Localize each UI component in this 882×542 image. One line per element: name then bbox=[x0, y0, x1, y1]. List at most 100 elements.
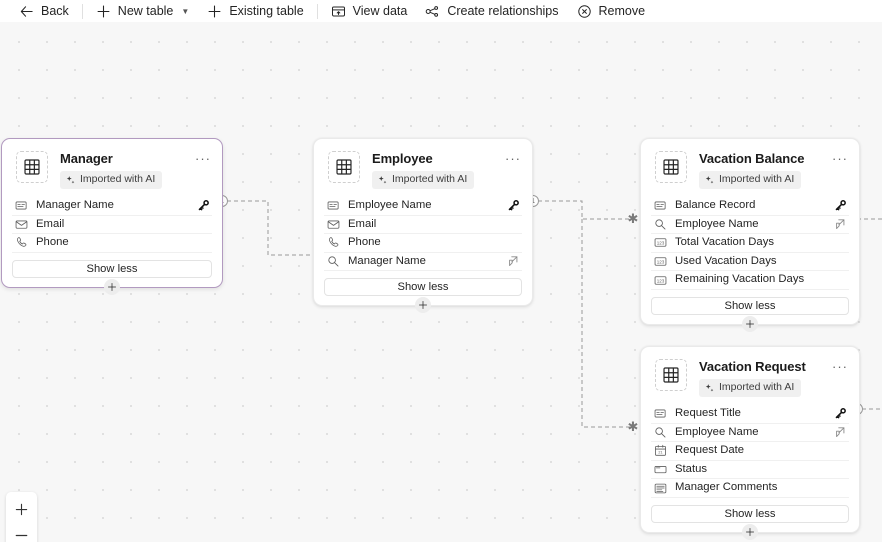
toolbar-label-new-table: New table bbox=[117, 3, 174, 18]
toolbar-button-existing[interactable]: Existing table bbox=[198, 0, 312, 22]
lookup-field-icon bbox=[654, 218, 667, 231]
show-less-button[interactable]: Show less bbox=[651, 504, 849, 523]
view-data-icon bbox=[331, 4, 346, 19]
table-title: Employee bbox=[372, 151, 433, 166]
table-title: Vacation Balance bbox=[699, 151, 805, 166]
primary-key-icon bbox=[833, 199, 847, 212]
field-name: Email bbox=[348, 217, 377, 230]
phone-field-icon bbox=[15, 236, 28, 249]
svg-text:123: 123 bbox=[657, 278, 665, 283]
table-title: Vacation Request bbox=[699, 359, 806, 374]
add-field-button[interactable] bbox=[742, 315, 758, 332]
field-name: Employee Name bbox=[675, 425, 759, 438]
field-row[interactable]: Employee Name bbox=[651, 216, 849, 235]
show-less-button[interactable]: Show less bbox=[12, 259, 212, 278]
toolbar-button-remove[interactable]: Remove bbox=[568, 0, 655, 22]
toolbar-button-new-table[interactable]: New table▼ bbox=[87, 0, 199, 22]
add-field-button[interactable] bbox=[415, 297, 431, 314]
lookup-relationship-icon bbox=[506, 255, 520, 268]
field-row[interactable]: Employee Name bbox=[324, 197, 522, 216]
field-row[interactable]: Manager Name bbox=[12, 197, 212, 216]
canvas-zoom-control bbox=[6, 492, 37, 542]
field-name: Manager Comments bbox=[675, 481, 778, 494]
text-field-icon bbox=[15, 199, 28, 212]
toolbar-separator bbox=[81, 3, 83, 19]
plus-icon bbox=[15, 503, 28, 515]
toolbar-label-existing: Existing table bbox=[229, 3, 304, 18]
show-less-button[interactable]: Show less bbox=[651, 296, 849, 315]
table-more-options-button[interactable]: ··· bbox=[832, 151, 848, 166]
field-right-spacer bbox=[833, 444, 847, 457]
table-more-options-button[interactable]: ··· bbox=[505, 151, 521, 166]
field-row[interactable]: Email bbox=[324, 216, 522, 235]
field-name: Balance Record bbox=[675, 199, 756, 212]
show-less-button[interactable]: Show less bbox=[324, 278, 522, 297]
command-toolbar: Back New table▼ Existing table View data Cre… bbox=[0, 0, 882, 22]
table-grid-icon bbox=[328, 151, 360, 183]
ai-badge-label: Imported with AI bbox=[719, 381, 795, 394]
toolbar-button-back[interactable]: Back bbox=[10, 0, 78, 22]
table-more-options-button[interactable]: ··· bbox=[195, 151, 211, 166]
imported-with-ai-badge: Imported with AI bbox=[699, 171, 802, 189]
table-more-options-button[interactable]: ··· bbox=[832, 359, 848, 374]
field-row[interactable]: Manager Name bbox=[324, 253, 522, 272]
wire-employee-vacrequest bbox=[581, 219, 630, 428]
field-name: Employee Name bbox=[348, 199, 432, 212]
field-row[interactable]: Email bbox=[12, 216, 212, 235]
field-row[interactable]: Employee Name bbox=[651, 424, 849, 443]
text-field-icon bbox=[654, 407, 667, 420]
imported-with-ai-badge: Imported with AI bbox=[699, 379, 802, 397]
zoom-out-button[interactable] bbox=[8, 522, 35, 542]
field-row[interactable]: Phone bbox=[324, 234, 522, 253]
field-right-spacer bbox=[833, 255, 847, 268]
primary-key-icon bbox=[833, 407, 847, 420]
add-field-button[interactable] bbox=[742, 523, 758, 540]
relationships-icon bbox=[425, 4, 440, 19]
number-field-icon: 123 bbox=[654, 274, 667, 287]
field-row[interactable]: Balance Record bbox=[651, 197, 849, 216]
plus-icon bbox=[96, 4, 111, 19]
field-right-spacer bbox=[196, 218, 210, 231]
lookup-relationship-icon bbox=[833, 426, 847, 439]
toolbar-button-view-data[interactable]: View data bbox=[322, 0, 417, 22]
date-field-icon: 21 bbox=[654, 444, 667, 457]
field-right-spacer bbox=[506, 218, 520, 231]
lookup-relationship-icon bbox=[833, 218, 847, 231]
plus-icon bbox=[207, 4, 222, 19]
field-name: Total Vacation Days bbox=[675, 236, 775, 249]
field-name: Request Title bbox=[675, 407, 741, 420]
ai-badge-label: Imported with AI bbox=[80, 173, 156, 186]
field-name: Phone bbox=[36, 236, 69, 249]
table-grid-icon bbox=[16, 151, 48, 183]
field-row[interactable]: Phone bbox=[12, 234, 212, 253]
zoom-in-button[interactable] bbox=[8, 496, 35, 522]
sparkle-ai-icon bbox=[704, 175, 715, 186]
toolbar-label-remove: Remove bbox=[598, 3, 646, 18]
toolbar-label-view-data: View data bbox=[352, 3, 408, 18]
field-row[interactable]: Manager Comments bbox=[651, 479, 849, 498]
choice-field-icon bbox=[654, 463, 667, 476]
wire-employee-vacbalance bbox=[538, 200, 630, 220]
add-field-button[interactable] bbox=[104, 278, 120, 295]
field-row[interactable]: Status bbox=[651, 461, 849, 480]
toolbar-button-create-rel[interactable]: Create relationships bbox=[416, 0, 567, 22]
field-name: Phone bbox=[348, 236, 381, 249]
field-row[interactable]: Request Title bbox=[651, 405, 849, 424]
